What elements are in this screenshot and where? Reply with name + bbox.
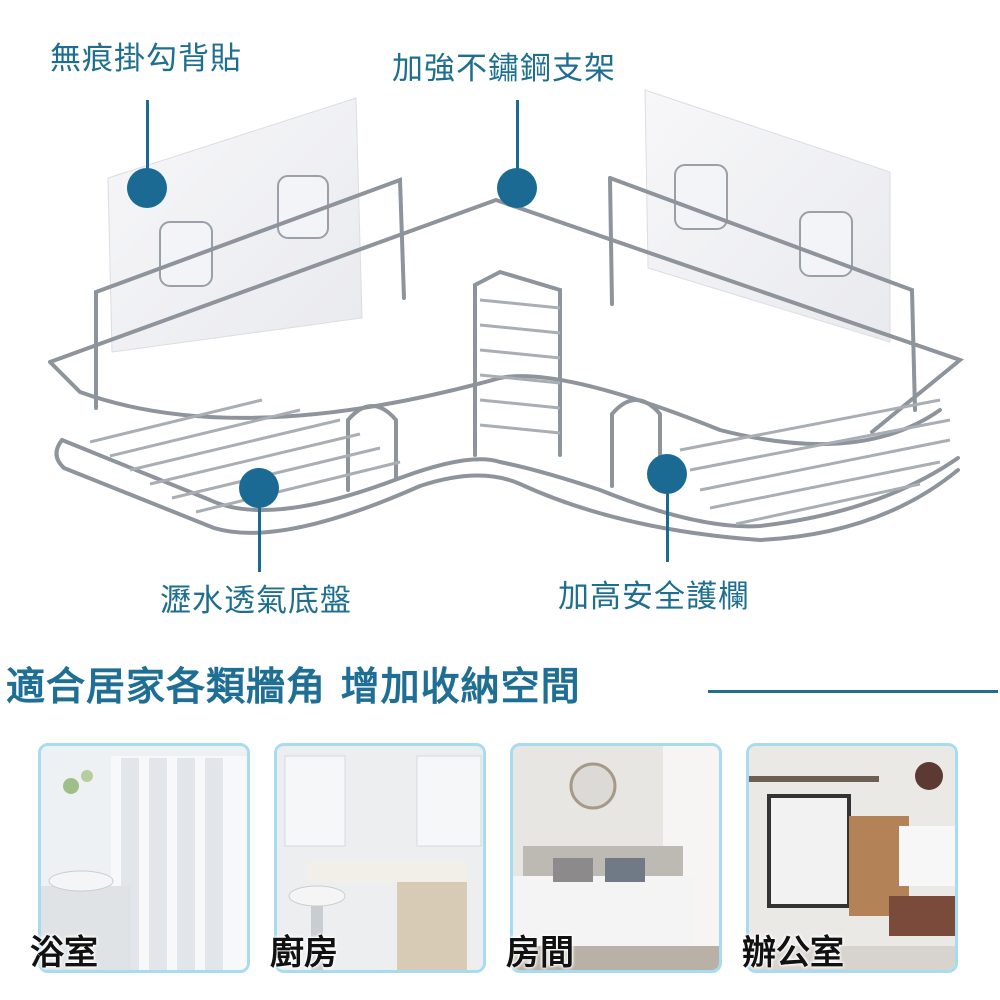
headline-divider [708,690,998,693]
callout-steel-frame-dot [497,168,537,208]
usage-headline: 適合居家各類牆角 增加收納空間 [6,665,581,710]
callout-steel-frame: 加強不鏽鋼支架 [392,51,616,87]
callout-drain-base-pointer [258,490,261,572]
callout-guard-rail: 加高安全護欄 [558,579,750,615]
steel-frame [48,176,965,543]
hook-set [159,164,853,287]
scene-label-bathroom: 浴室 [30,933,98,973]
callout-drain-base: 瀝水透氣底盤 [160,583,352,619]
scene-bathroom [38,743,250,973]
callout-steel-frame-pointer [516,100,519,182]
drain-grid [89,298,951,526]
callout-hook-pads: 無痕掛勾背貼 [50,41,242,77]
corner-shelf-illustration [48,89,965,543]
scene-label-office: 辦公室 [742,933,844,973]
callout-drain-base-dot [239,468,279,508]
scene-label-kitchen: 廚房 [270,933,338,973]
right-adhesive-pad [644,89,891,343]
callout-hook-pads-pointer [146,100,149,182]
scene-label-bedroom: 房間 [506,933,574,973]
scene-bedroom [510,743,722,973]
callout-hook-pads-dot [127,168,167,208]
callout-guard-rail-pointer [666,486,669,562]
left-adhesive-pad [107,97,363,353]
callout-guard-rail-dot [647,454,687,494]
scene-kitchen [274,743,486,973]
scene-office [746,743,958,973]
